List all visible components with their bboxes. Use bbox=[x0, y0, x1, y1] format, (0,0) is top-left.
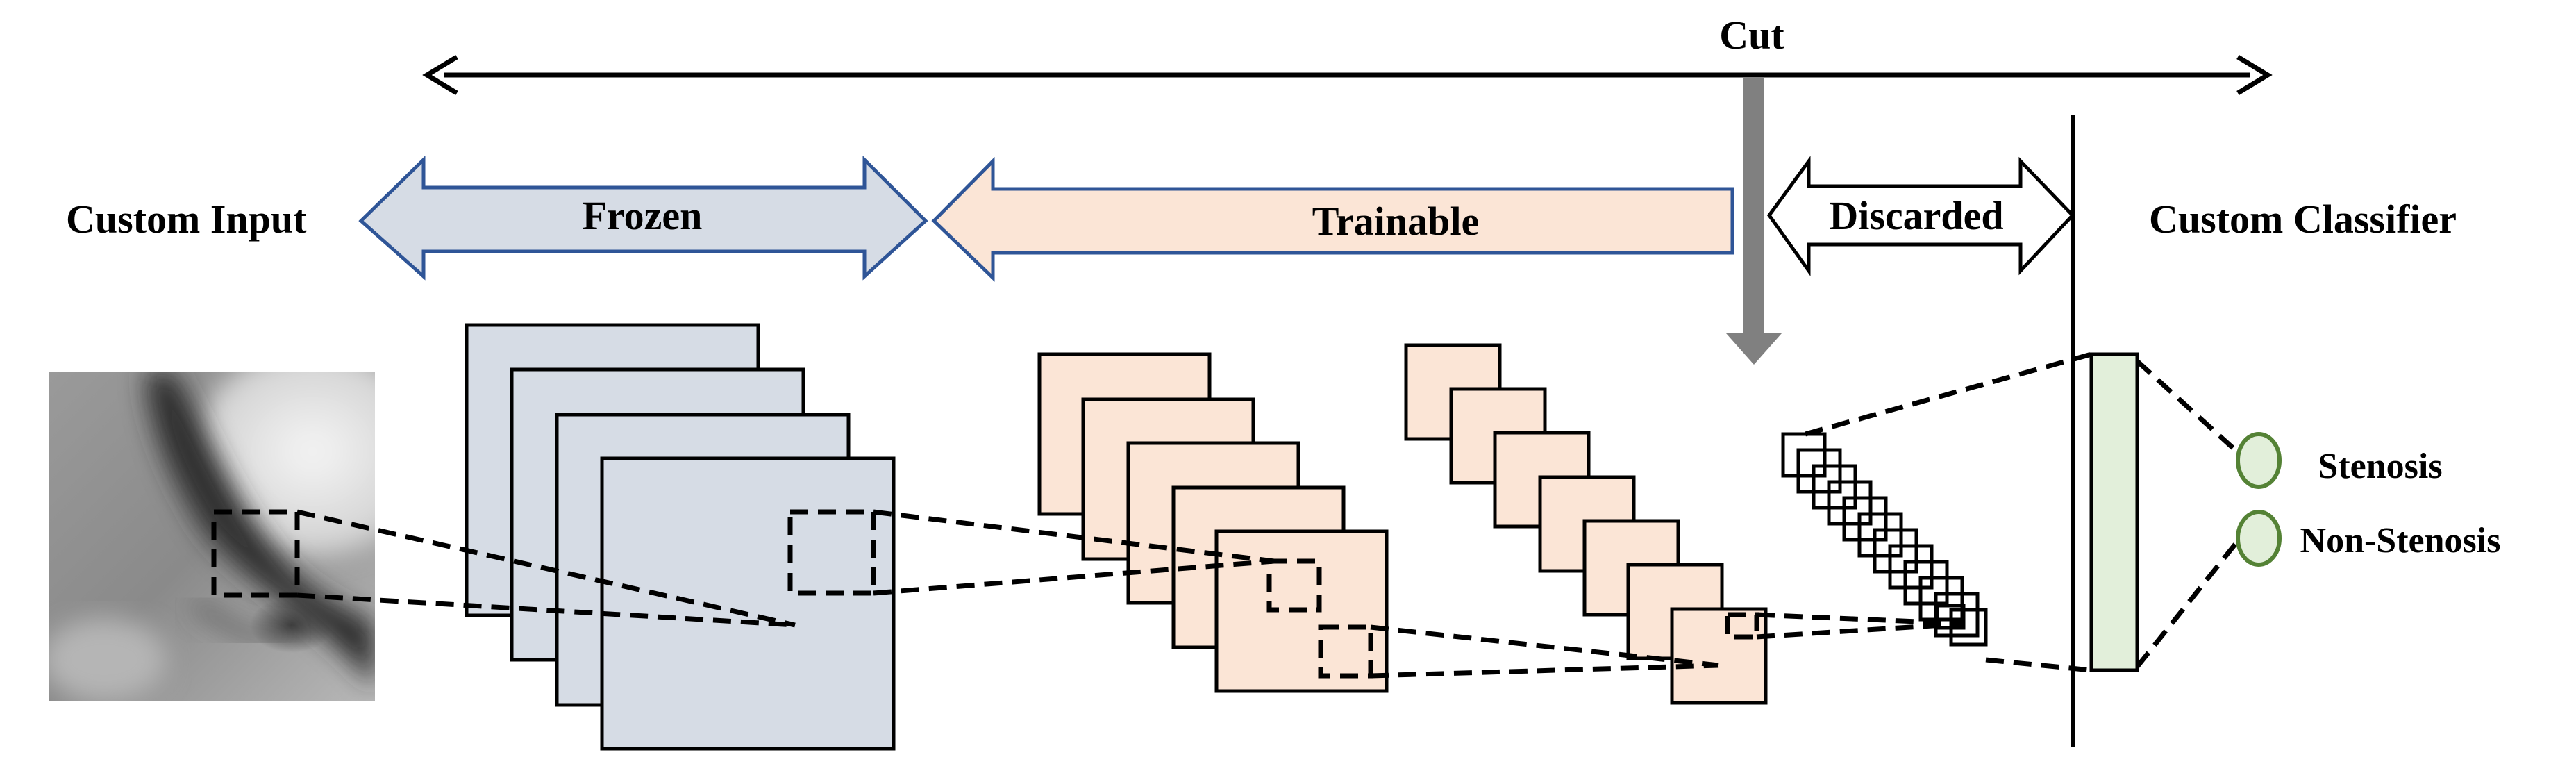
frozen-map-4 bbox=[600, 456, 896, 751]
frozen-label: Frozen bbox=[583, 193, 703, 238]
output-label-non-stenosis: Non-Stenosis bbox=[2300, 521, 2501, 560]
output-node-non-stenosis bbox=[2236, 510, 2282, 567]
custom-input-label: Custom Input bbox=[66, 197, 307, 242]
cut-label: Cut bbox=[1719, 13, 1784, 58]
trainable-label: Trainable bbox=[1312, 199, 1480, 244]
frozen-feature-maps bbox=[465, 323, 896, 751]
cut-span-arrow bbox=[422, 55, 2273, 95]
input-patch bbox=[211, 509, 300, 598]
discarded-label: Discarded bbox=[1829, 193, 2003, 238]
trainable-small-maps bbox=[1404, 343, 1768, 705]
trainable-patch-1 bbox=[1266, 558, 1322, 613]
trainable-patch-2 bbox=[1318, 624, 1373, 679]
trainable-arrow bbox=[931, 156, 1734, 282]
trainable-feature-maps bbox=[1037, 352, 1389, 693]
dense-layer bbox=[2089, 352, 2139, 672]
output-label-stenosis: Stenosis bbox=[2318, 447, 2442, 486]
discarded-feature-maps bbox=[1781, 432, 1988, 647]
small-map-patch bbox=[1725, 612, 1759, 640]
small-map-7 bbox=[1670, 607, 1768, 705]
angiogram-input-image bbox=[49, 372, 375, 701]
frozen-arrow bbox=[358, 155, 928, 281]
cut-marker-arrow bbox=[1726, 78, 1782, 365]
output-node-stenosis bbox=[2236, 432, 2282, 489]
connection-lines bbox=[296, 351, 2250, 679]
custom-classifier-label: Custom Classifier bbox=[2149, 197, 2457, 242]
frozen-patch bbox=[787, 509, 876, 596]
